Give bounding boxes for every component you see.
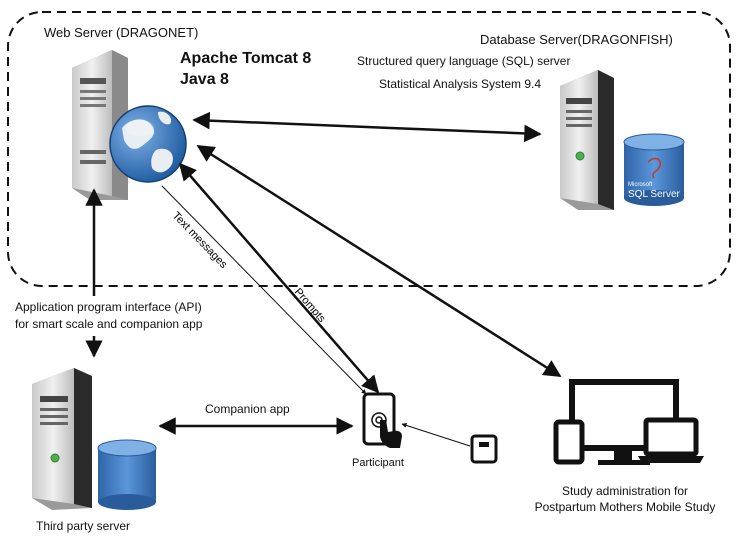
database-server-icon — [560, 70, 614, 210]
web-admin-link — [196, 144, 562, 378]
study-admin-label-line: Postpartum Mothers Mobile Study — [534, 500, 716, 514]
api-label-line: for smart scale and companion app — [15, 317, 203, 331]
globe-icon — [109, 105, 187, 183]
scale-phone-link — [401, 423, 471, 447]
web-overlay-text: Apach — [29, 140, 69, 155]
web-server-title: Web Server (DRAGONET) — [44, 25, 199, 40]
database-service-item: Statistical Analysis System 9.4 — [379, 77, 542, 91]
companion-app-label: Companion app — [205, 402, 290, 416]
web-db-link — [192, 111, 542, 143]
third-party-label: Third party server — [36, 519, 131, 533]
phone-touch-icon — [362, 392, 402, 448]
third-party-database-icon — [97, 439, 157, 510]
sql-logo-text: SQL Server — [628, 189, 681, 200]
database-server-title: Database Server(DRAGONFISH) — [480, 32, 673, 47]
smart-scale-icon — [470, 434, 498, 464]
web-stack-item: Apache Tomcat 8 — [180, 50, 312, 67]
participant-label: Participant — [352, 457, 404, 469]
study-admin-label-line: Study administration for — [561, 484, 689, 498]
sql-logo-small: Microsoft — [628, 182, 653, 188]
sql-database-icon — [623, 133, 685, 206]
api-label-line: Application program interface (API) — [15, 300, 202, 314]
text-messages-label: Text messages — [170, 210, 230, 271]
prompts-label: Prompts — [292, 286, 328, 325]
third-party-server-icon — [32, 368, 92, 510]
database-service-item: Structured query language (SQL) server — [357, 54, 571, 68]
text-messages-link — [161, 185, 367, 395]
admin-devices-icon — [553, 379, 704, 465]
web-stack-item: Java 8 — [180, 71, 229, 88]
